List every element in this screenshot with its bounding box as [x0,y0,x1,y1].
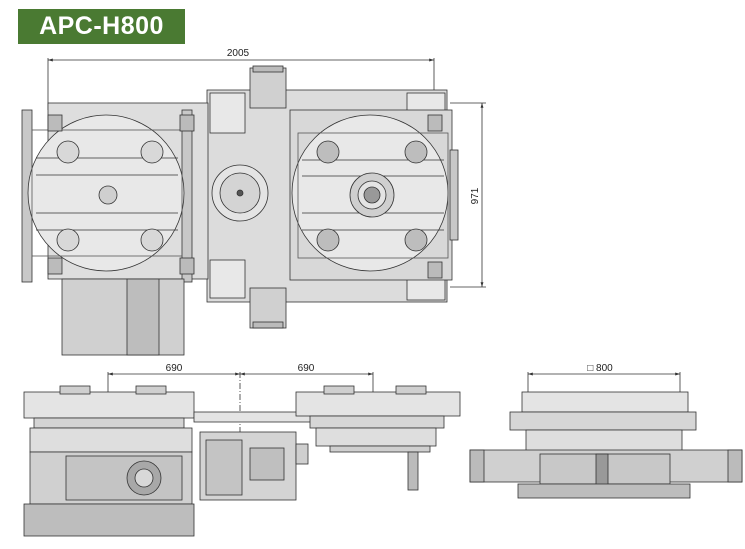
left-drive-box [61,278,185,356]
front-right-top-plate [295,391,461,417]
dim-label-left-690: 690 [166,363,183,374]
dim-label-right-690: 690 [298,363,315,374]
front-left-base [23,503,195,537]
side-base [517,483,691,499]
model-title-badge: APC-H800 [18,9,185,44]
front-left-top-plate [23,391,195,419]
model-title: APC-H800 [39,12,164,40]
top-rail [249,67,287,109]
dim-label-table-size: □ 800 [587,363,613,374]
front-view [23,372,461,537]
bottom-rail [249,287,287,329]
dim-label-length: 2005 [227,48,250,59]
side-top-plate [521,391,689,413]
side-view [469,372,743,499]
top-view [21,58,486,356]
dim-label-height: 971 [470,187,481,204]
